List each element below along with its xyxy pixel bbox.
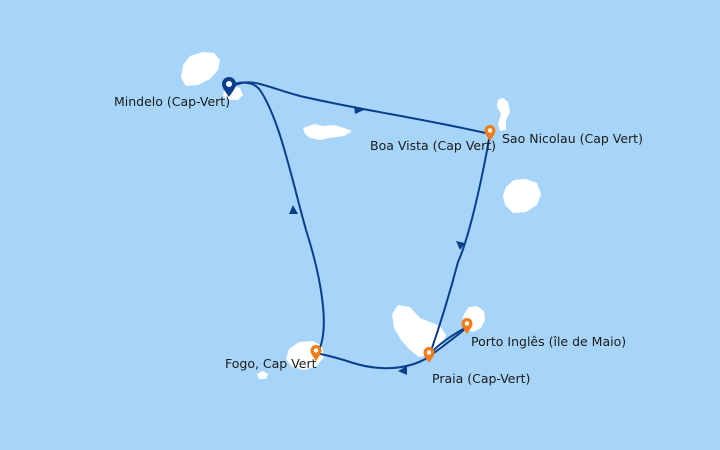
port-marker-icon-fogo[interactable]	[310, 345, 322, 361]
arrow-north	[289, 205, 298, 214]
island-sal	[503, 179, 541, 213]
route-leg-praia-fogo	[315, 352, 433, 370]
port-label-praia: Praia (Cap-Vert)	[432, 371, 531, 386]
island-sao-nicolau	[497, 98, 510, 131]
port-label-mindelo: Mindelo (Cap-Vert)	[114, 94, 231, 109]
route-arrows	[289, 106, 465, 375]
arrow-west	[398, 366, 407, 375]
port-markers	[222, 77, 496, 363]
island-brava	[257, 371, 268, 379]
route-leg-mindelo-sao-nicolau	[228, 81, 491, 135]
start-marker-icon[interactable]	[222, 77, 236, 97]
port-marker-icon-porto-ingles[interactable]	[461, 318, 473, 334]
islands	[181, 52, 541, 379]
port-marker-icon-sao-nicolau[interactable]	[484, 125, 496, 141]
arrow-south	[456, 241, 465, 250]
port-label-porto-ingles: Porto Inglês (île de Maio)	[471, 334, 627, 349]
port-label-boa-vista: Boa Vista (Cap Vert)	[370, 138, 497, 153]
arrow-east	[354, 106, 364, 114]
island-santa-luzia	[303, 124, 352, 140]
port-label-fogo: Fogo, Cap Vert	[225, 356, 317, 371]
route-leg-fogo-mindelo	[230, 81, 325, 353]
island-santo-antao	[181, 52, 220, 86]
port-marker-icon-praia[interactable]	[423, 347, 435, 363]
route-leg-sao-nicolau-praia	[429, 133, 491, 355]
port-label-sao-nicolau: Sao Nicolau (Cap Vert)	[502, 131, 643, 146]
